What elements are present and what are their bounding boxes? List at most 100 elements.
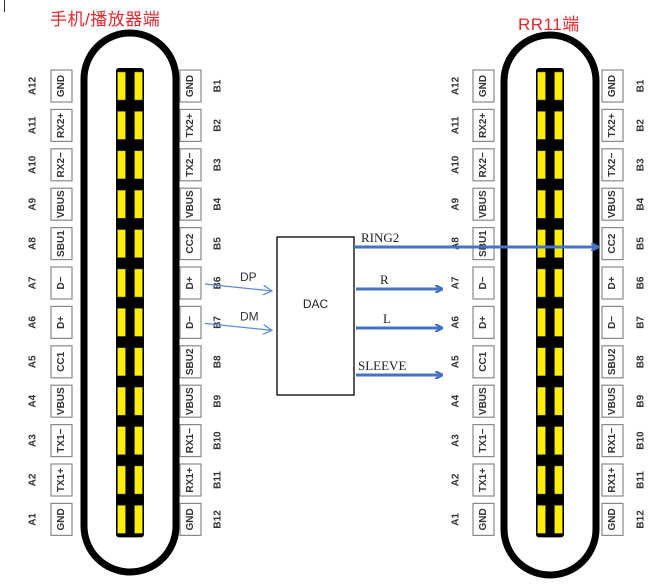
- pin-box: [472, 108, 495, 143]
- pin-box: [601, 463, 624, 497]
- pin-box: [601, 108, 624, 143]
- pin-number-label: B5: [213, 237, 224, 250]
- pin-number-label: A6: [451, 316, 462, 329]
- pin-box: [50, 463, 73, 497]
- connector-tongue: [116, 68, 144, 538]
- pin-contact-b: [554, 189, 563, 219]
- pin-contact-b: [554, 505, 563, 534]
- pin-contact-a: [537, 71, 546, 101]
- pin-number-label: A7: [451, 276, 462, 289]
- pin-signal-label: RX1+: [607, 467, 618, 492]
- pin-contact-b: [134, 111, 143, 140]
- pin-number-label: B1: [636, 79, 647, 92]
- pin-signal-label: VBUS: [185, 190, 196, 218]
- pin-box: [50, 266, 73, 300]
- pin-box: [179, 345, 202, 379]
- pin-contact-b: [134, 426, 143, 455]
- pin-contact-a: [537, 189, 546, 219]
- pin-box: [601, 227, 624, 261]
- pin-number-label: B3: [636, 158, 647, 171]
- pin-number-label: B7: [213, 316, 224, 329]
- pin-contact-a: [117, 189, 126, 219]
- pin-box: [50, 345, 73, 379]
- pin-contact-a: [117, 308, 126, 337]
- pin-signal-label: TX1−: [478, 428, 489, 452]
- pin-signal-label: TX1+: [478, 468, 489, 492]
- pin-box: [472, 187, 495, 221]
- pin-contact-a: [117, 465, 126, 495]
- pin-signal-label: TX2+: [185, 113, 196, 137]
- output-label-r: R: [380, 272, 389, 287]
- text-cursor-mark: [4, 0, 5, 12]
- pin-signal-label: RX2−: [478, 152, 489, 177]
- pin-signal-label: VBUS: [56, 387, 67, 415]
- pin-number-label: B3: [213, 158, 224, 171]
- pin-signal-label: RX2+: [478, 113, 489, 138]
- pin-box: [179, 266, 202, 300]
- pin-contact-b: [554, 150, 563, 180]
- pin-number-label: A6: [28, 316, 39, 329]
- pin-contact-a: [117, 229, 126, 258]
- pin-signal-label: TX1−: [56, 428, 67, 452]
- pin-signal-label: RX1−: [607, 428, 618, 453]
- pin-box: [601, 384, 624, 418]
- pin-signal-label: TX2−: [185, 153, 196, 177]
- pin-number-label: A12: [28, 76, 39, 95]
- pin-contact-a: [537, 111, 546, 140]
- connector-shell-outline: [80, 29, 180, 576]
- pin-box: [50, 148, 73, 182]
- pin-contact-b: [134, 150, 143, 180]
- pin-number-label: B2: [213, 119, 224, 132]
- pin-signal-label: CC2: [185, 233, 196, 253]
- pin-contact-b: [134, 229, 143, 258]
- pin-box: [179, 69, 202, 103]
- pin-box: [472, 384, 495, 418]
- pin-number-label: B10: [213, 431, 224, 450]
- pin-number-label: B6: [636, 276, 647, 289]
- pin-contact-b: [554, 347, 563, 377]
- pin-signal-label: SBU2: [607, 348, 618, 375]
- pin-contact-a: [537, 347, 546, 377]
- pin-number-label: A11: [451, 116, 462, 134]
- pin-box: [472, 463, 495, 497]
- pin-contact-a: [537, 505, 546, 534]
- pin-box: [179, 384, 202, 418]
- pin-box: [179, 502, 202, 536]
- wire-dp: [204, 283, 272, 291]
- pin-box: [50, 227, 73, 261]
- pin-contact-a: [117, 111, 126, 140]
- pin-contact-b: [554, 229, 563, 258]
- pin-number-label: B5: [636, 237, 647, 250]
- pin-number-label: A2: [28, 473, 39, 486]
- pin-box: [472, 345, 495, 379]
- pin-contact-b: [134, 465, 143, 495]
- pin-box: [601, 305, 624, 339]
- pin-contact-a: [537, 150, 546, 180]
- dac-label: DAC: [303, 297, 329, 311]
- pin-number-label: A3: [28, 434, 39, 447]
- pin-box: [601, 187, 624, 221]
- connector-tongue: [536, 68, 564, 538]
- pin-contact-a: [117, 71, 126, 101]
- pin-box: [601, 345, 624, 379]
- pin-box: [179, 227, 202, 261]
- pin-box: [472, 502, 495, 536]
- pin-signal-label: D+: [56, 316, 67, 329]
- pin-contact-b: [554, 386, 563, 416]
- pin-signal-label: D−: [56, 276, 67, 289]
- pin-signal-label: CC1: [478, 351, 489, 371]
- pin-signal-label: TX2−: [607, 153, 618, 177]
- pin-contact-b: [134, 71, 143, 101]
- pin-contact-a: [117, 505, 126, 534]
- pin-box: [179, 463, 202, 497]
- pin-contact-b: [554, 111, 563, 140]
- pin-contact-a: [537, 386, 546, 416]
- pin-signal-label: GND: [478, 75, 489, 97]
- left-connector-title: 手机/播放器端: [50, 10, 161, 29]
- pin-box: [50, 502, 73, 536]
- pin-signal-label: VBUS: [607, 387, 618, 415]
- pin-contact-b: [554, 465, 563, 495]
